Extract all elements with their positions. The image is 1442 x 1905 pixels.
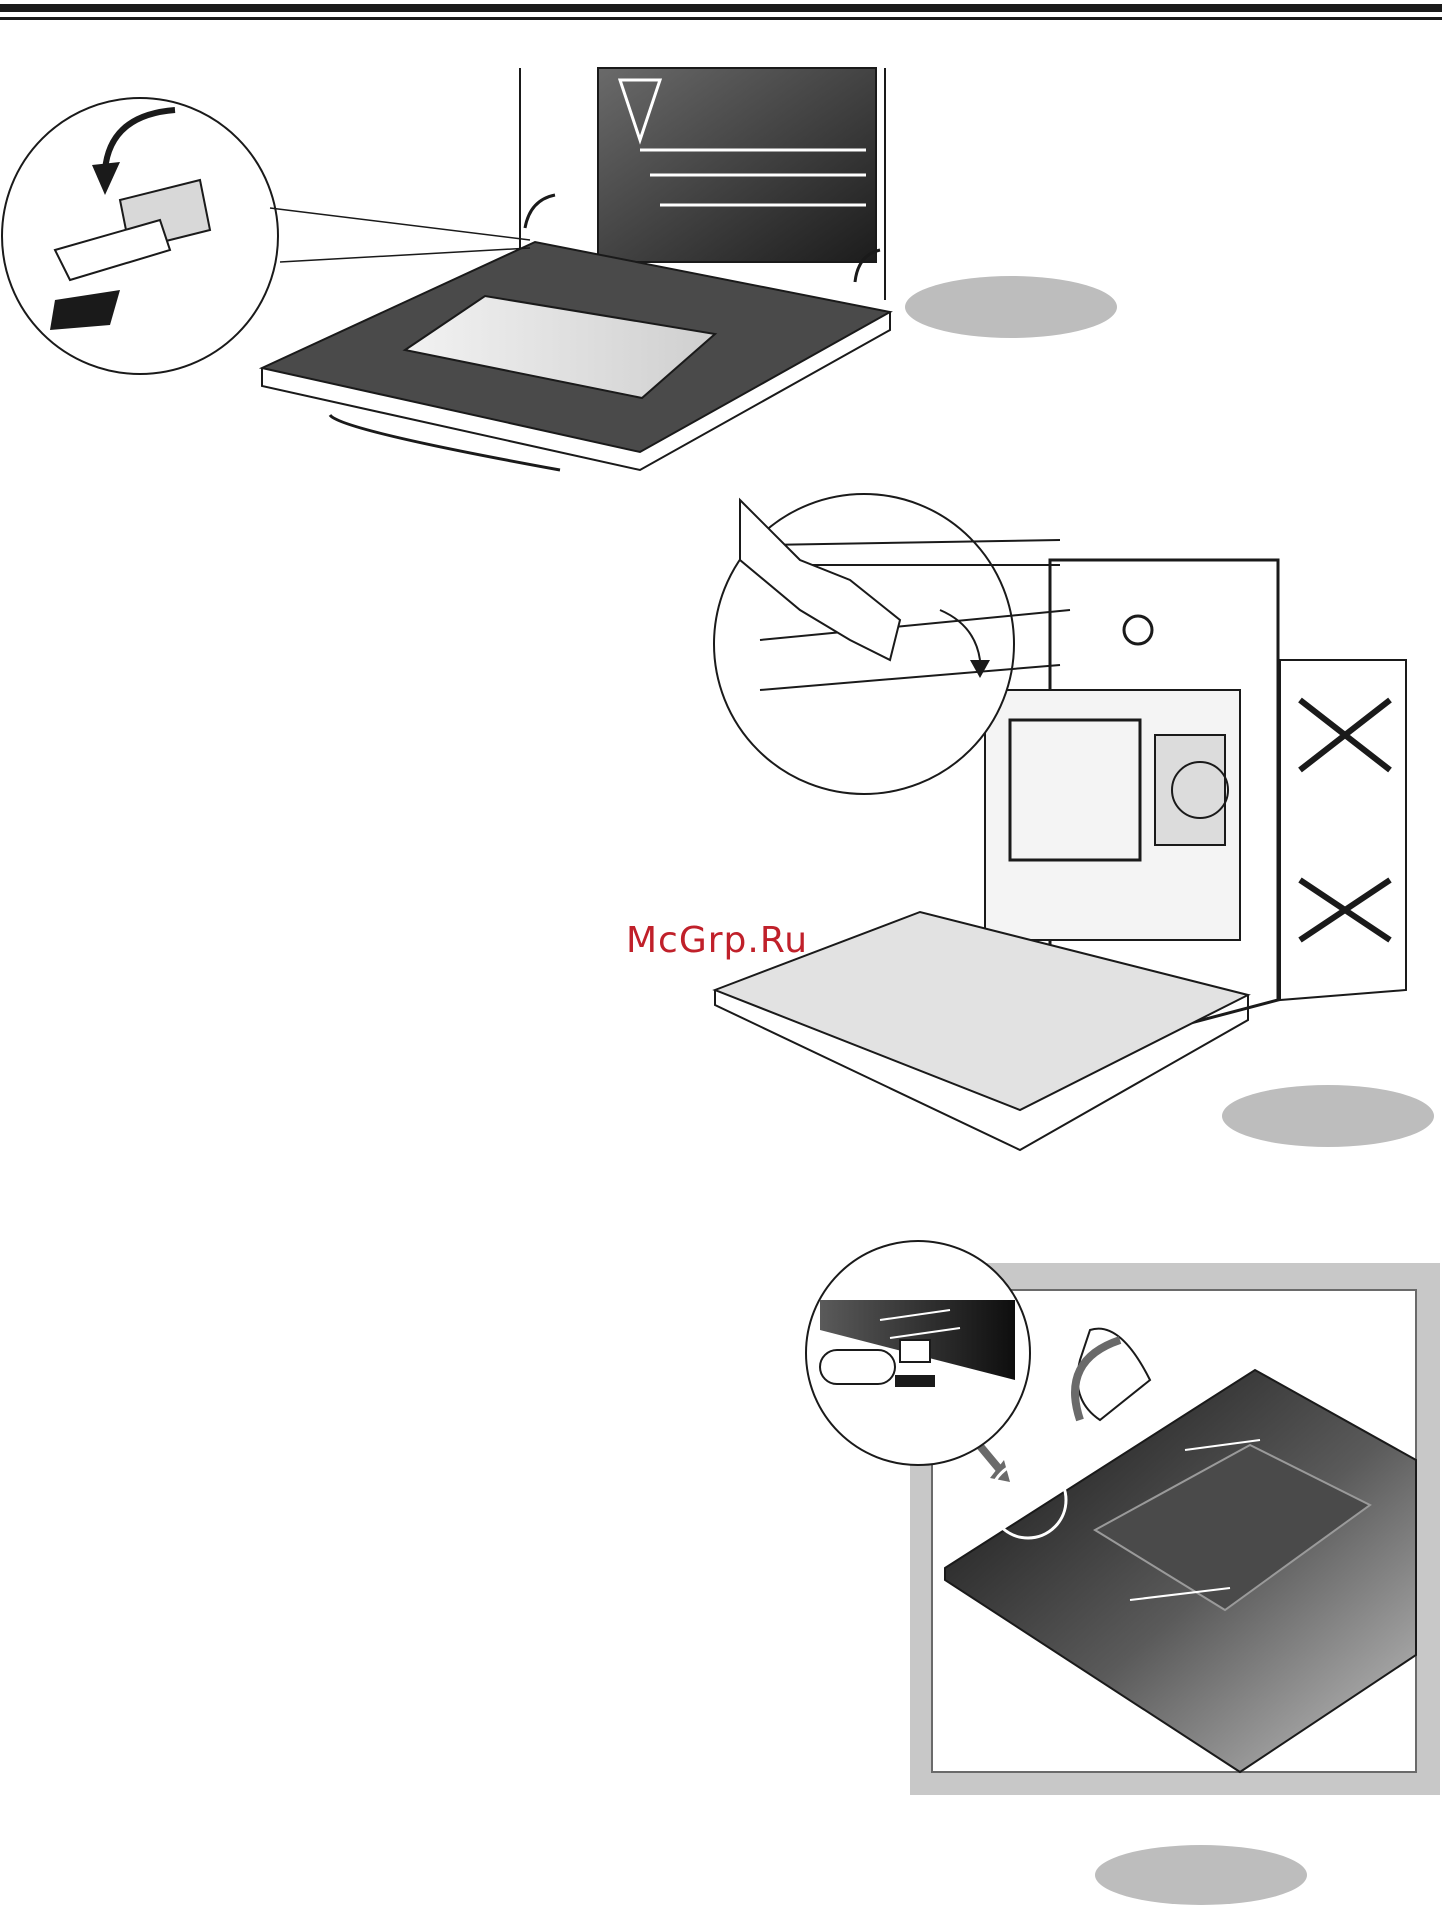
door-glass-illustration [800, 1228, 1440, 1808]
oven-shelf-illustration [700, 415, 1420, 1175]
figure-label-oval-1 [905, 276, 1117, 338]
figure-label-oval-3 [1095, 1845, 1307, 1905]
header-rule [0, 0, 1442, 24]
watermark-text: McGrp.Ru [626, 920, 808, 961]
figure-label-oval-2 [1222, 1085, 1434, 1147]
